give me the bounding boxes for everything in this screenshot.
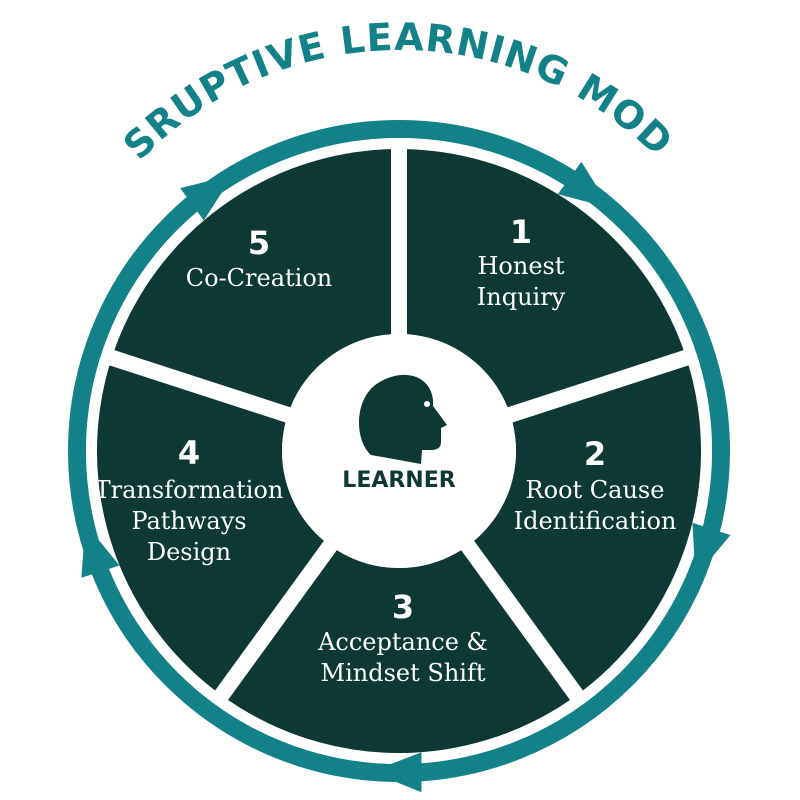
segment-1: 1 Honest Inquiry bbox=[477, 213, 566, 311]
segment-4-wedge bbox=[96, 365, 324, 691]
segment-3-label-line-2: Mindset Shift bbox=[321, 659, 486, 687]
cycle-arrow-icon bbox=[81, 523, 120, 578]
segment-4-label-line-1: Transformation bbox=[95, 476, 284, 504]
segment-1-wedge bbox=[406, 149, 684, 408]
segment-2-number: 2 bbox=[584, 435, 606, 473]
center-label: LEARNER bbox=[342, 468, 455, 493]
segment-5: 5 Co-Creation bbox=[186, 224, 333, 292]
segment-5-label-line-1: Co-Creation bbox=[186, 264, 333, 292]
segment-1-number: 1 bbox=[510, 213, 532, 251]
learner-eye-icon bbox=[424, 401, 430, 407]
cycle-arrow-icon bbox=[557, 161, 611, 208]
segment-3-wedge bbox=[228, 550, 570, 753]
cycle-arrow-icon bbox=[180, 174, 234, 221]
segment-2-label-line-2: Identification bbox=[514, 507, 677, 535]
cycle-arrow-icon bbox=[370, 752, 422, 793]
segment-3-label-line-1: Acceptance & bbox=[317, 628, 488, 656]
segment-5-number: 5 bbox=[248, 224, 270, 262]
segment-1-label-line-1: Honest bbox=[478, 252, 565, 280]
segment-3-number: 3 bbox=[392, 588, 414, 626]
segment-4-label-line-2: Pathways bbox=[131, 507, 246, 535]
learner-head-icon bbox=[359, 374, 447, 464]
segment-2-label-line-1: Root Cause bbox=[526, 476, 665, 504]
segment-4: 4 Transformation Pathways Design bbox=[95, 434, 284, 566]
segment-2: 2 Root Cause Identification bbox=[514, 435, 677, 535]
segment-4-label-line-3: Design bbox=[147, 538, 231, 566]
segment-3: 3 Acceptance & Mindset Shift bbox=[317, 588, 488, 687]
cycle-arrow-icon bbox=[692, 522, 731, 577]
segment-2-wedge bbox=[474, 365, 701, 691]
segment-4-number: 4 bbox=[178, 434, 200, 472]
segment-5-wedge bbox=[114, 149, 392, 408]
segment-1-label-line-2: Inquiry bbox=[477, 283, 566, 311]
